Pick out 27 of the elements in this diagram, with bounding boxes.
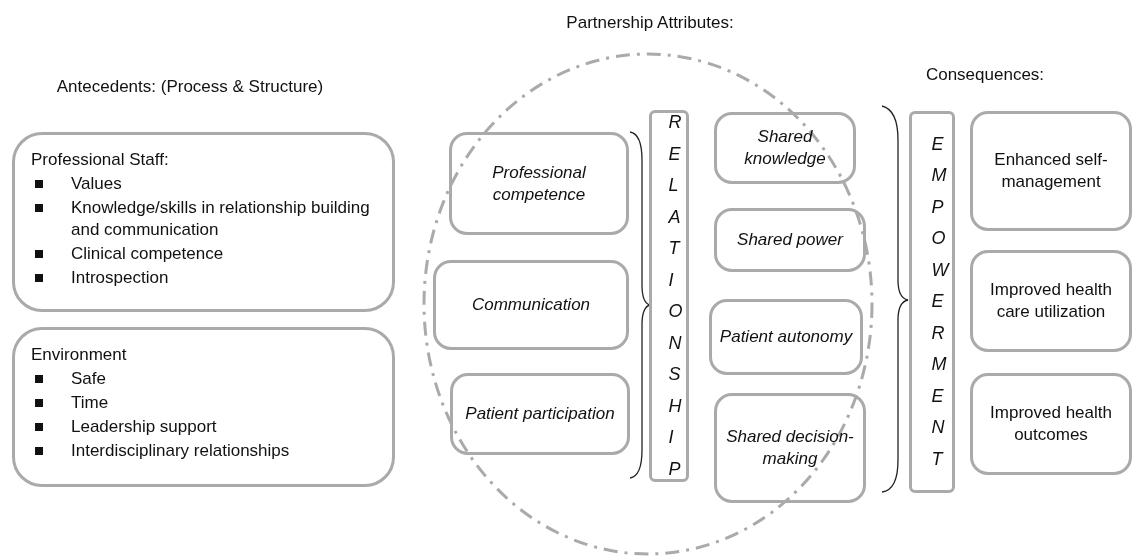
antecedent-box <box>12 132 395 312</box>
consequence-box: Improved health outcomes <box>970 373 1132 475</box>
bullet-item: Interdisciplinary relationships <box>31 440 290 462</box>
attribute-box: Professional competence <box>449 132 629 235</box>
antecedent-box <box>12 327 395 487</box>
consequence-box: Enhanced self-management <box>970 111 1132 231</box>
attribute-box: Shared decision-making <box>714 393 866 503</box>
box-heading: Professional Staff: <box>31 149 169 171</box>
bullet-item: Safe <box>31 368 290 390</box>
bullet-item: Clinical competence <box>31 243 376 265</box>
attribute-box: Patient autonomy <box>709 299 863 375</box>
bullet-item: Knowledge/skills in relationship building and communication <box>31 197 376 241</box>
attribute-box: Communication <box>433 260 629 350</box>
bullet-item: Introspection <box>31 267 376 289</box>
consequence-box: Improved health care utilization <box>970 250 1132 352</box>
attribute-box: Shared knowledge <box>714 112 856 184</box>
section-heading: Partnership Attributes: <box>565 12 735 34</box>
attribute-box: Shared power <box>714 208 866 272</box>
section-heading: Consequences: <box>924 64 1046 86</box>
bullet-item: Time <box>31 392 290 414</box>
attribute-box: Patient participation <box>450 373 630 455</box>
section-heading: Antecedents: (Process & Structure) <box>55 76 325 98</box>
bullet-item: Values <box>31 173 376 195</box>
bullet-item: Leadership support <box>31 416 290 438</box>
vertical-text-bar: RELATIONSHIP <box>649 110 689 482</box>
box-heading: Environment <box>31 344 127 366</box>
vertical-text-bar: EMPOWERMENT <box>909 111 955 493</box>
